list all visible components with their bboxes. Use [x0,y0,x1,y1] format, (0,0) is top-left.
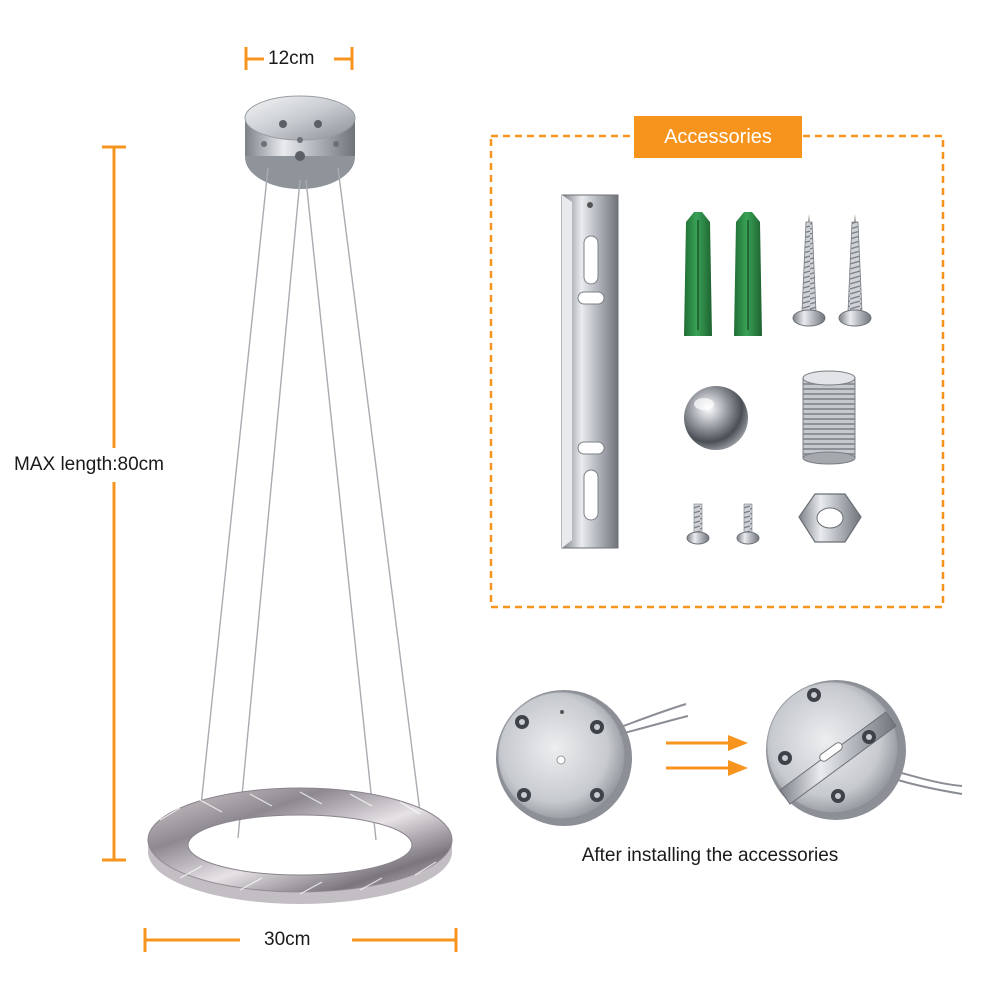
small-screw-icon [686,503,760,545]
suspension-wires [199,167,421,841]
ball-cap-icon [684,386,748,450]
screw-icon [792,214,872,327]
accessories-box [489,134,945,609]
accessories-title: Accessories [634,116,802,158]
hex-nut-icon [798,493,862,543]
canopy-before-install [496,690,689,826]
ring-width-label: 30cm [264,929,311,951]
installation-caption: After installing the accessories [581,845,839,866]
crystal-ring [147,787,453,904]
ceiling-canopy [244,95,356,189]
mounting-bracket-icon [561,194,619,549]
threaded-tube-icon [802,370,856,465]
install-arrows [666,735,748,776]
max-length-label: MAX length:80cm [14,454,164,476]
canopy-after-install [766,680,963,820]
width-dimension-top [244,47,354,70]
wall-anchor-icon [684,212,762,336]
length-dimension [102,145,126,862]
width-dimension-bottom [143,928,458,952]
top-width-label: 12cm [268,48,315,70]
